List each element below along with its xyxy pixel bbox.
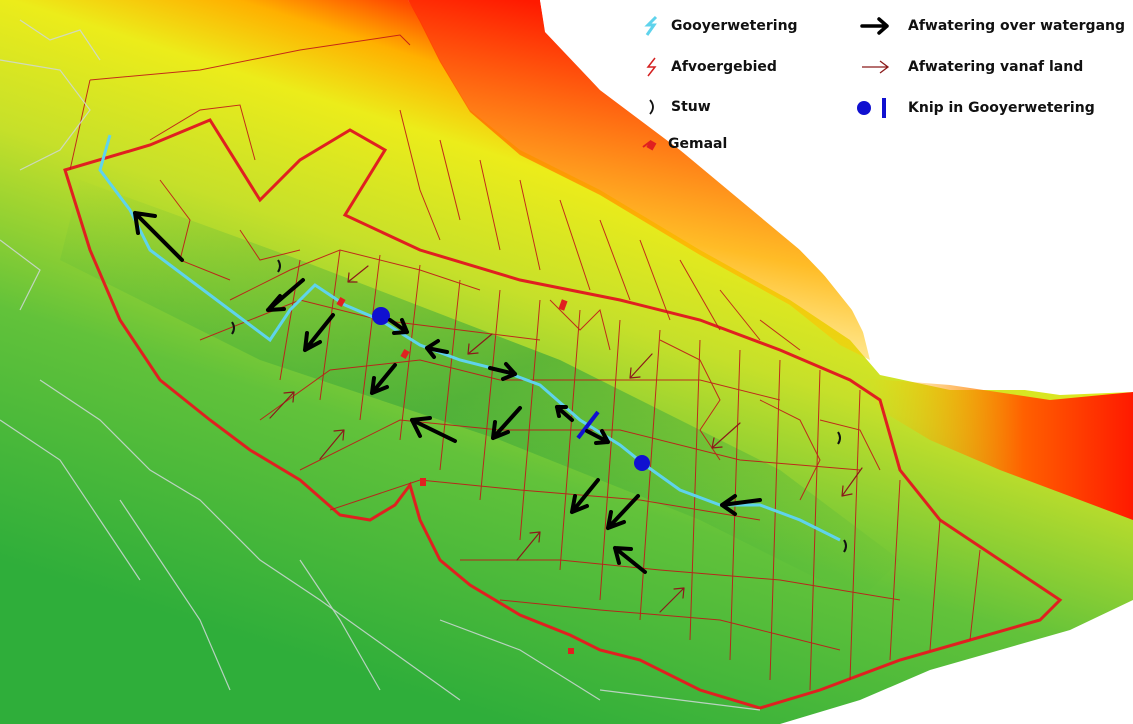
legend-label: Afwatering vanaf land [908, 59, 1084, 75]
gooyerwetering-watercourse [98, 134, 841, 542]
legend-item-afvoergebied: Afvoergebied [639, 56, 777, 78]
drainage-over-watercourse-arrows [133, 211, 762, 574]
high-ridge [408, 0, 870, 360]
weir-icon [639, 96, 665, 118]
cut-arrow-head [555, 405, 568, 418]
legend-label: Gooyerwetering [671, 18, 798, 34]
legend-label: Afwatering over watergang [908, 18, 1126, 34]
legend-label: Gemaal [668, 136, 728, 152]
legend-item-stuw: Stuw [639, 96, 711, 118]
cut-dot-bar-icon [852, 96, 896, 120]
cut-dot [634, 455, 650, 471]
legend: Gooyerwetering Afvoergebied Stuw Gemaal … [0, 0, 1133, 160]
legend-label: Afvoergebied [671, 59, 777, 75]
weirs [231, 259, 847, 553]
drainage-from-land-arrows [269, 265, 863, 613]
cut-dot [372, 307, 390, 325]
outside-area [540, 0, 1133, 395]
legend-item-gooyerwetering: Gooyerwetering [639, 15, 798, 37]
thin-arrow-icon [856, 56, 896, 78]
legend-label: Knip in Gooyerwetering [908, 100, 1095, 116]
cut-bar [576, 410, 600, 440]
thick-arrow-icon [856, 15, 896, 37]
polder-boundary [63, 118, 1063, 710]
outside-area-bottom [780, 600, 1133, 724]
legend-item-knip: Knip in Gooyerwetering [852, 96, 1095, 120]
legend-item-afwatering-watergang: Afwatering over watergang [856, 15, 1125, 37]
drainage-area-icon [639, 56, 665, 78]
legend-item-gemaal: Gemaal [636, 133, 727, 155]
right-ridge [860, 378, 1133, 520]
legend-label: Stuw [671, 99, 711, 115]
roads [0, 19, 761, 711]
pumping-stations [336, 297, 574, 654]
watercourse-icon [639, 15, 665, 37]
pumping-station-icon [636, 133, 662, 155]
legend-item-afwatering-land: Afwatering vanaf land [856, 56, 1083, 78]
